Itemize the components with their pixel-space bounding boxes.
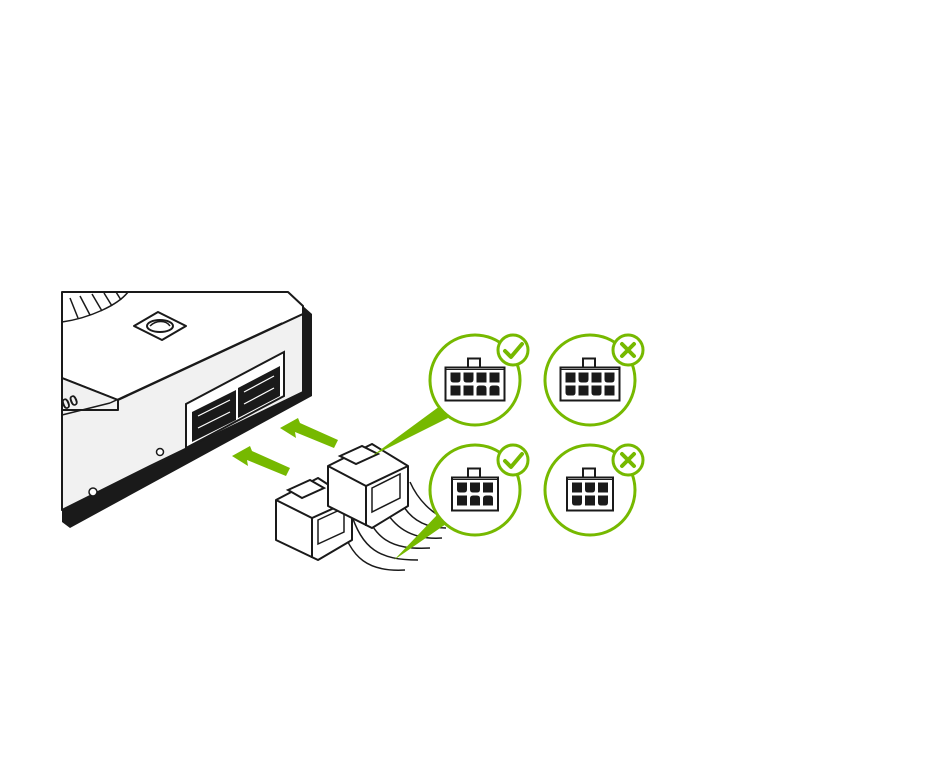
checkmark-icon <box>498 335 528 365</box>
pointer-lower <box>394 514 446 560</box>
connector-pin <box>592 386 602 396</box>
callout-6-pin-other <box>545 445 643 535</box>
screw-icon <box>89 488 97 496</box>
connector-pin <box>579 373 589 383</box>
screw-icon <box>157 449 164 456</box>
connector-pin <box>490 373 500 383</box>
connector-pin <box>572 496 582 506</box>
connector-pin <box>579 386 589 396</box>
arrow-lower <box>232 446 290 476</box>
arrow-upper <box>280 418 338 448</box>
callout-8-pin-pcie <box>430 335 528 425</box>
connector-pin <box>451 373 461 383</box>
connector-pin <box>457 496 467 506</box>
connector-pin <box>598 496 608 506</box>
callout-8-pin-eps <box>545 335 643 425</box>
x-mark-icon <box>613 445 643 475</box>
pointer-upper <box>372 406 448 456</box>
connector-pin <box>483 483 493 493</box>
connector-pin <box>457 483 467 493</box>
connector-pin <box>598 483 608 493</box>
connector-pin <box>572 483 582 493</box>
x-mark-icon <box>613 335 643 365</box>
connector-pin <box>566 373 576 383</box>
connector-pin <box>464 373 474 383</box>
connector-pin <box>477 386 487 396</box>
connector-pin <box>585 496 595 506</box>
connector-pin <box>585 483 595 493</box>
connector-pin <box>477 373 487 383</box>
connector-pin <box>605 386 615 396</box>
connector-callouts <box>430 335 643 535</box>
connector-pin <box>483 496 493 506</box>
connector-pin <box>464 386 474 396</box>
connector-pin <box>605 373 615 383</box>
connector-pin <box>566 386 576 396</box>
checkmark-icon <box>498 445 528 475</box>
connector-pin <box>470 496 480 506</box>
callout-6-pin-pcie <box>430 445 528 535</box>
graphics-card: 00 <box>59 292 312 528</box>
connector-pin <box>490 386 500 396</box>
connector-pin <box>451 386 461 396</box>
connector-pin <box>592 373 602 383</box>
connector-pin <box>470 483 480 493</box>
power-cables <box>276 444 448 570</box>
